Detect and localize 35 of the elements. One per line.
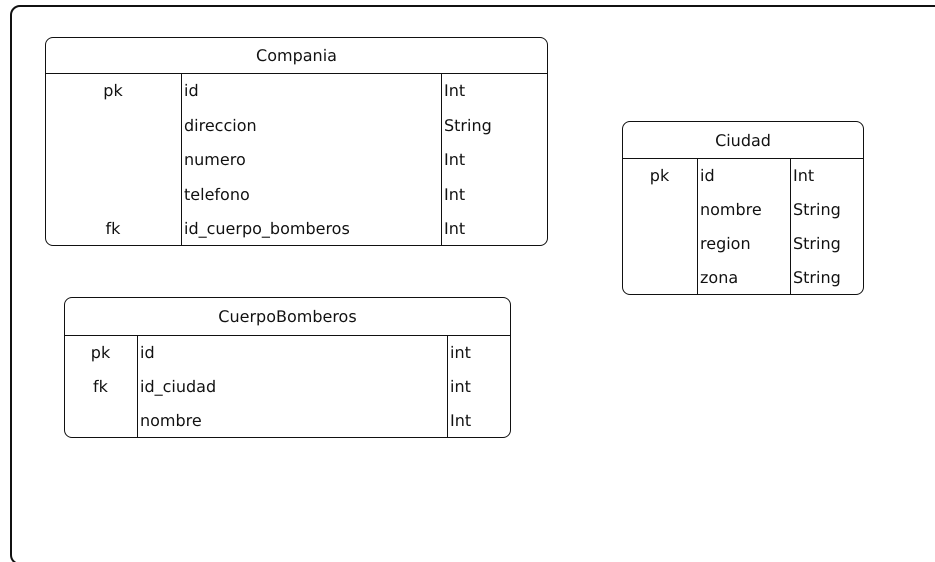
field-name: id_ciudad [140,377,216,397]
field-name: numero [184,150,246,170]
entity-table [45,37,548,246]
field-name: id [184,81,199,102]
table-title: CuerpoBomberos [218,307,357,326]
field-name: id [700,166,715,186]
data-type: String [793,234,841,254]
field-name: nombre [700,200,762,220]
field-name: id_cuerpo_bomberos [184,219,350,240]
table-title: Compania [256,46,337,65]
key-marker: fk [92,377,109,397]
table-title: Ciudad [715,130,771,150]
key-marker: pk [102,81,124,102]
key-marker: fk [104,219,122,240]
field-name: nombre [140,411,202,431]
data-type: Int [450,411,472,431]
data-type: Int [444,184,466,205]
key-marker: pk [90,343,112,363]
field-name: region [700,234,751,254]
data-type: String [793,200,841,220]
data-type: String [444,116,492,136]
data-type: Int [793,166,814,186]
data-type: String [793,268,841,288]
entity-table [64,297,511,438]
key-marker: pk [648,166,670,186]
field-name: direccion [184,116,257,136]
entity-table [622,121,864,295]
data-type: Int [444,219,466,240]
field-name: zona [700,268,738,288]
data-type: int [450,343,471,363]
data-type: Int [444,81,466,102]
field-name: id [140,343,155,363]
field-name: telefono [184,184,250,205]
data-type: Int [444,150,466,170]
data-type: int [450,377,471,397]
